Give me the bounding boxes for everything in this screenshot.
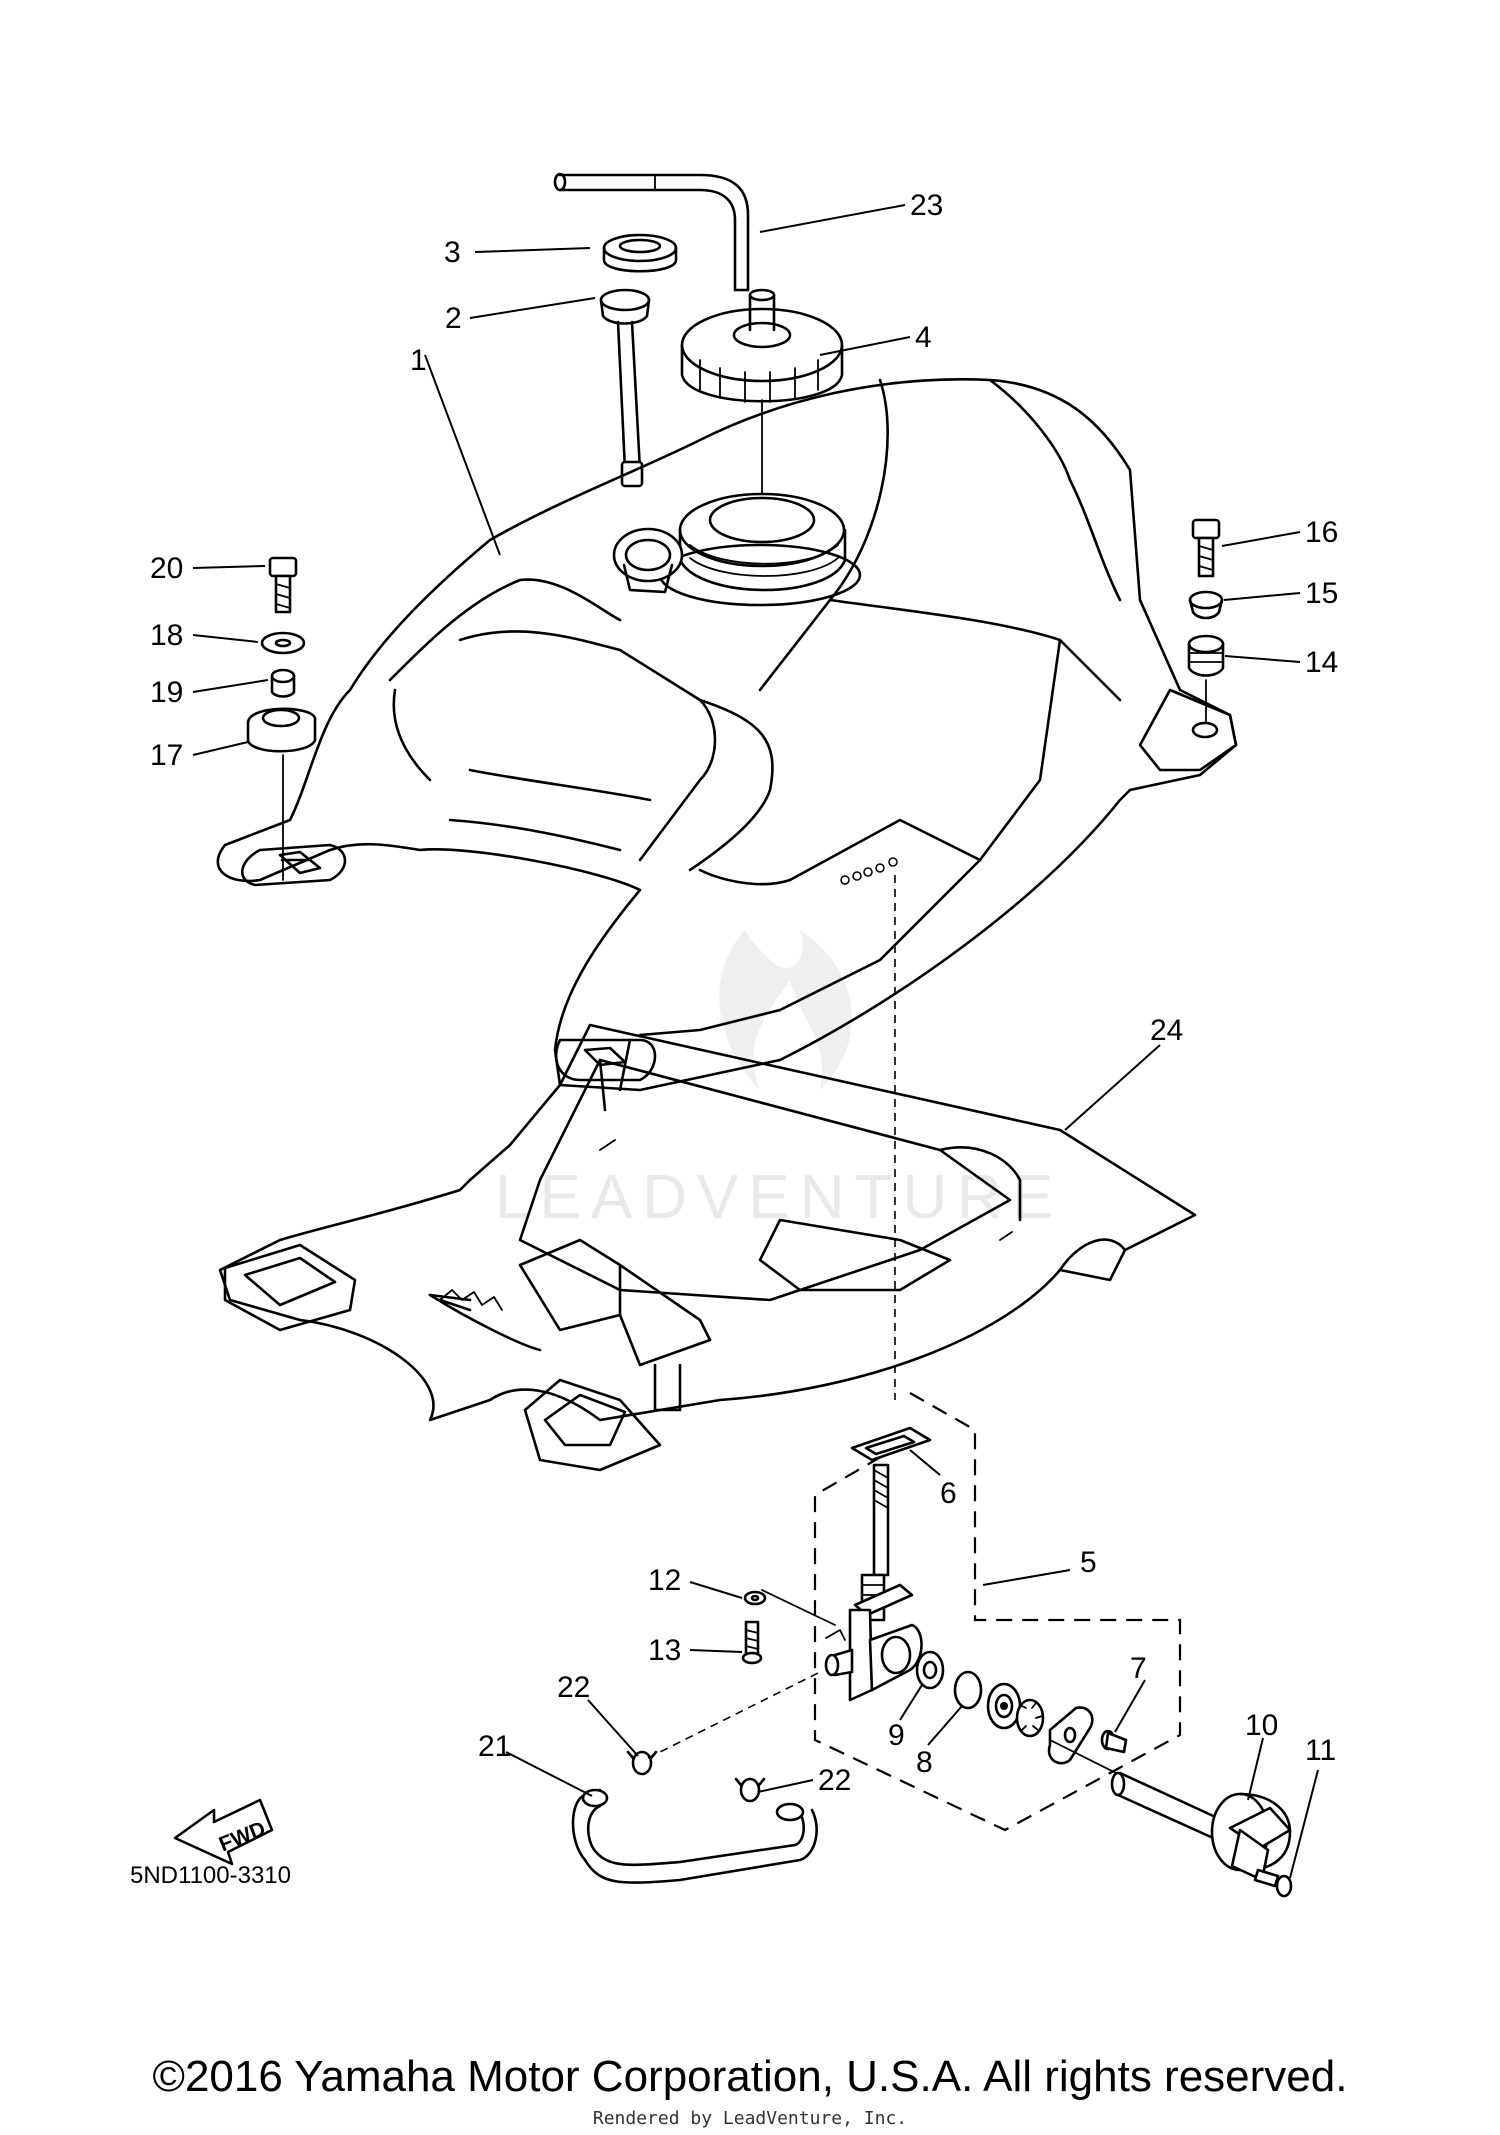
part-1-fuel-tank: [216, 378, 1238, 1092]
part-16-bolt: [1191, 518, 1221, 578]
diagram-code: 5ND1100-3310: [130, 1862, 292, 1889]
part-11-screw: [1253, 1868, 1293, 1898]
callout-10: 10: [1245, 1709, 1278, 1742]
callout-20: 20: [150, 552, 183, 585]
callout-22-upper: 22: [557, 1671, 590, 1704]
callout-1: 1: [410, 344, 427, 377]
callout-18: 18: [150, 619, 183, 652]
fuel-cock-cover-plate: [1047, 1706, 1094, 1765]
fuel-cock-spring-washer: [1015, 1698, 1045, 1738]
part-9-washer: [915, 1650, 945, 1690]
leader-5: [982, 1569, 1071, 1586]
callout-15: 15: [1305, 577, 1338, 610]
part-17-damper: [246, 707, 317, 753]
callout-17: 17: [150, 739, 183, 772]
leader-lines: [192, 204, 1319, 1879]
fuel-cock-lever-gasket: [986, 1682, 1022, 1730]
callout-8: 8: [916, 1746, 933, 1779]
part-4-fuel-cap: [680, 288, 844, 403]
part-2-fuel-gauge: [599, 288, 651, 488]
leadventure-watermark: LEADVENTURE: [495, 930, 1063, 1232]
part-5-fuel-cock: [824, 1463, 923, 1702]
hose-to-cock-line: [647, 1671, 821, 1759]
part-23-vent-hose: [553, 172, 750, 292]
callout-13: 13: [648, 1634, 681, 1667]
callout-5: 5: [1080, 1546, 1097, 1579]
callout-12: 12: [648, 1564, 681, 1597]
fwd-arrow-icon: FWD: [173, 1798, 274, 1866]
callout-7: 7: [1130, 1652, 1147, 1685]
callout-11: 11: [1305, 1734, 1336, 1767]
callout-4: 4: [915, 321, 932, 354]
rendered-by-credit: Rendered by LeadVenture, Inc.: [592, 2108, 908, 2129]
part-6-gasket: [850, 1426, 932, 1462]
callout-numbers: 3 2 1 23 4 20 18 19 17 16 15 14 24 6 5 1…: [150, 189, 1338, 1797]
part-7-screw: [1100, 1729, 1128, 1754]
callout-16: 16: [1305, 516, 1338, 549]
callout-6: 6: [940, 1477, 957, 1510]
callout-22-lower: 22: [818, 1764, 851, 1797]
callout-21: 21: [478, 1730, 511, 1763]
watermark-text: LEADVENTURE: [495, 1163, 1063, 1232]
callout-14: 14: [1305, 646, 1338, 679]
part-8-o-ring: [953, 1670, 983, 1710]
part-19-collar: [270, 668, 296, 698]
part-24-tank-tray: [218, 1023, 1197, 1472]
washer-to-cock-line: [761, 1589, 836, 1626]
copyright-notice: ©2016 Yamaha Motor Corporation, U.S.A. A…: [152, 2052, 1348, 2101]
part-20-bolt: [268, 556, 298, 614]
callout-2: 2: [445, 302, 462, 335]
part-18-washer: [260, 631, 306, 655]
callout-9: 9: [888, 1719, 905, 1752]
part-21-fuel-hose: [571, 1788, 818, 1884]
callout-19: 19: [150, 676, 183, 709]
callout-23: 23: [910, 189, 943, 222]
part-15-collar: [1188, 590, 1224, 620]
part-12-washer: [743, 1590, 767, 1606]
part-13-screw: [741, 1620, 763, 1665]
part-5-fuel-cock-group-box: [813, 1392, 1182, 1832]
part-14-damper: [1187, 634, 1225, 677]
callout-3: 3: [444, 236, 461, 269]
part-3-grommet: [602, 233, 678, 273]
callout-24: 24: [1150, 1014, 1183, 1047]
part-22-clamp-lower: [734, 1777, 766, 1803]
part-10-lever: [1110, 1771, 1292, 1882]
